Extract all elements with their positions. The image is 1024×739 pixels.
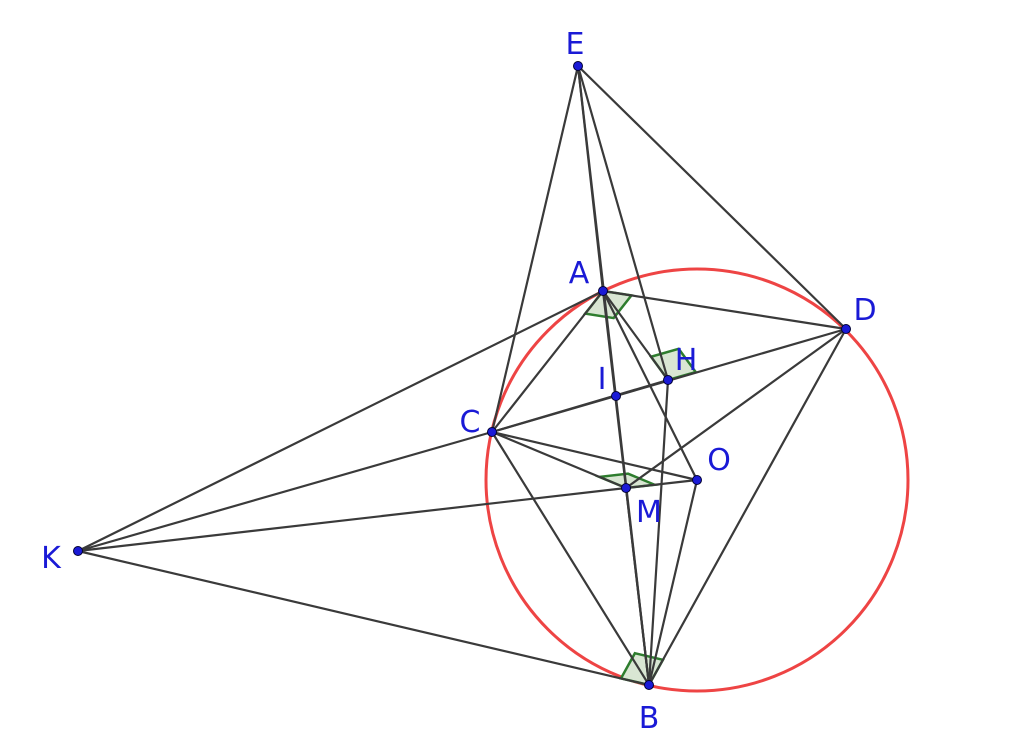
- point-label-K: K: [41, 541, 62, 576]
- point-label-M: M: [636, 495, 662, 530]
- segment-CK: [76, 430, 494, 553]
- segment-AD: [601, 289, 848, 331]
- point-label-B: B: [639, 701, 660, 736]
- segment-CM: [490, 430, 628, 490]
- segment-AK: [76, 289, 605, 553]
- point-K: [73, 546, 83, 556]
- segment-CO: [490, 430, 699, 482]
- segment-DM: [624, 327, 848, 490]
- segment-DB: [647, 327, 848, 687]
- point-O: [692, 475, 702, 485]
- segment-CH: [490, 378, 670, 434]
- point-I: [611, 391, 621, 401]
- point-B: [644, 680, 654, 690]
- point-label-A: A: [569, 256, 590, 291]
- point-label-C: C: [460, 405, 481, 440]
- point-H: [663, 375, 673, 385]
- segment-KM: [76, 486, 628, 553]
- point-label-H: H: [675, 343, 698, 378]
- point-D: [841, 324, 851, 334]
- point-A: [598, 286, 608, 296]
- point-C: [487, 427, 497, 437]
- segment-EC: [490, 64, 580, 434]
- segment-AC: [490, 289, 605, 434]
- point-label-E: E: [566, 27, 585, 62]
- segment-KB: [76, 549, 651, 687]
- segment-CB: [490, 430, 651, 687]
- circumcircle: [484, 267, 910, 693]
- segment-HB: [647, 378, 670, 687]
- point-label-O: O: [707, 443, 731, 478]
- segment-ED: [576, 64, 848, 331]
- point-label-D: D: [853, 293, 876, 328]
- segment-MB: [624, 486, 651, 687]
- segment-EH: [576, 64, 670, 382]
- segment-AH: [601, 289, 670, 382]
- point-E: [573, 61, 583, 71]
- segment-OB: [647, 478, 699, 687]
- point-label-I: I: [598, 362, 607, 397]
- point-M: [621, 483, 631, 493]
